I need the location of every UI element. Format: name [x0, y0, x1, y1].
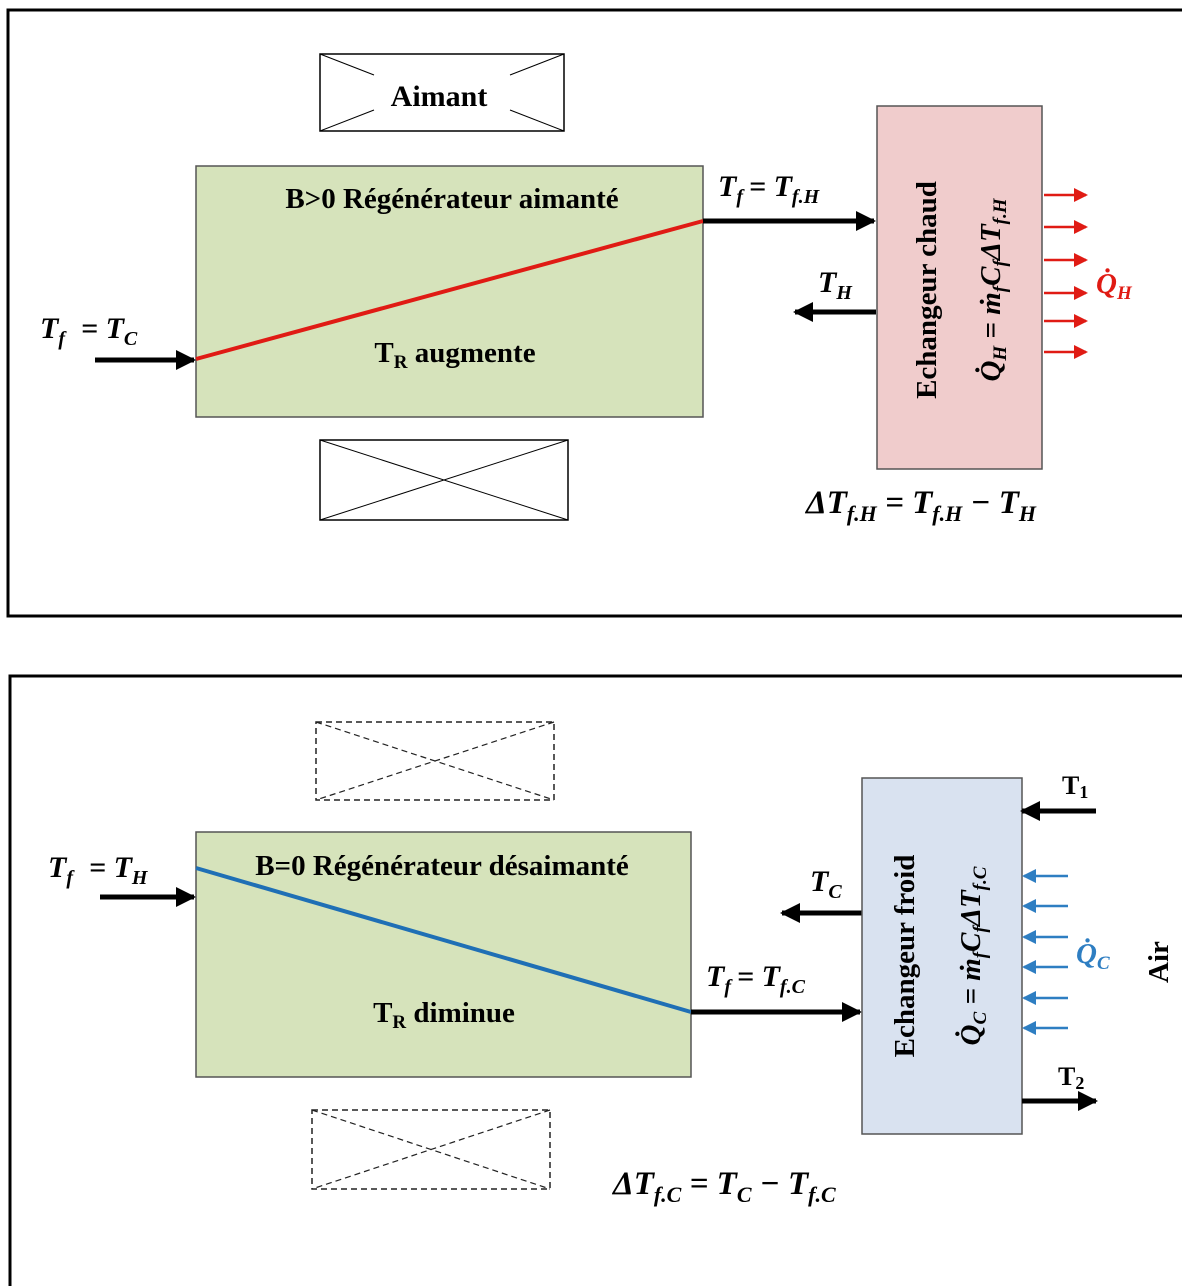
cold-exchanger — [861, 777, 1023, 1135]
bottom-temperature-profile — [195, 866, 692, 1014]
cold-exchanger-label: Echangeur froid — [889, 855, 921, 1058]
top-inlet-label: Tf= TC — [40, 312, 138, 350]
top-regenerator-title: B>0 Régénérateur aimanté — [285, 183, 618, 215]
hot-heat-rejection-arrows — [1044, 188, 1088, 359]
air-label: Air — [1143, 941, 1175, 983]
cold-heat-absorption-arrows — [1022, 869, 1068, 1035]
top-magnet-upper: Aimant — [319, 53, 565, 132]
bottom-magnet-lower — [311, 1109, 551, 1190]
top-panel-frame — [6, 8, 1182, 618]
top-outlet-label: Tf= Tf.H — [718, 170, 821, 208]
air-inlet-label: T1 — [1062, 771, 1088, 802]
bottom-inlet-label: Tf= TH — [48, 851, 149, 889]
cold-heat-label: Q̇C — [1076, 937, 1110, 974]
bottom-return-label: TC — [810, 865, 842, 903]
top-temperature-profile — [195, 219, 704, 361]
bottom-outlet-label: Tf= Tf.C — [706, 960, 806, 998]
bottom-delta-equation: ΔTf.C = TC − Tf.C — [611, 1166, 836, 1207]
hot-exchanger-formula: Q̇H = ṁfCfΔTf.H — [974, 197, 1011, 381]
top-regenerator-status: TR augmente — [374, 337, 535, 373]
magnet-label: Aimant — [391, 80, 488, 113]
hot-exchanger — [876, 105, 1043, 470]
top-magnet-lower — [319, 439, 569, 521]
bottom-magnet-upper — [315, 721, 555, 801]
top-panel: Aimant B>0 Régénérateur aimanté TR augme… — [6, 8, 1182, 618]
air-outlet-label: T2 — [1058, 1062, 1084, 1093]
bottom-regenerator-title: B=0 Régénérateur désaimanté — [255, 850, 629, 882]
top-delta-equation: ΔTf.H = Tf.H − TH — [804, 485, 1037, 526]
bottom-regenerator-status: TR diminue — [373, 997, 515, 1033]
hot-exchanger-label: Echangeur chaud — [911, 181, 943, 399]
cold-exchanger-formula: Q̇C = ṁfCfΔTf.C — [954, 866, 991, 1045]
hot-heat-label: Q̇H — [1096, 267, 1133, 304]
bottom-panel: B=0 Régénérateur désaimanté TR diminue T… — [8, 674, 1182, 1286]
bottom-panel-frame — [8, 674, 1182, 1286]
bottom-regenerator — [195, 831, 692, 1078]
top-return-label: TH — [818, 266, 853, 304]
